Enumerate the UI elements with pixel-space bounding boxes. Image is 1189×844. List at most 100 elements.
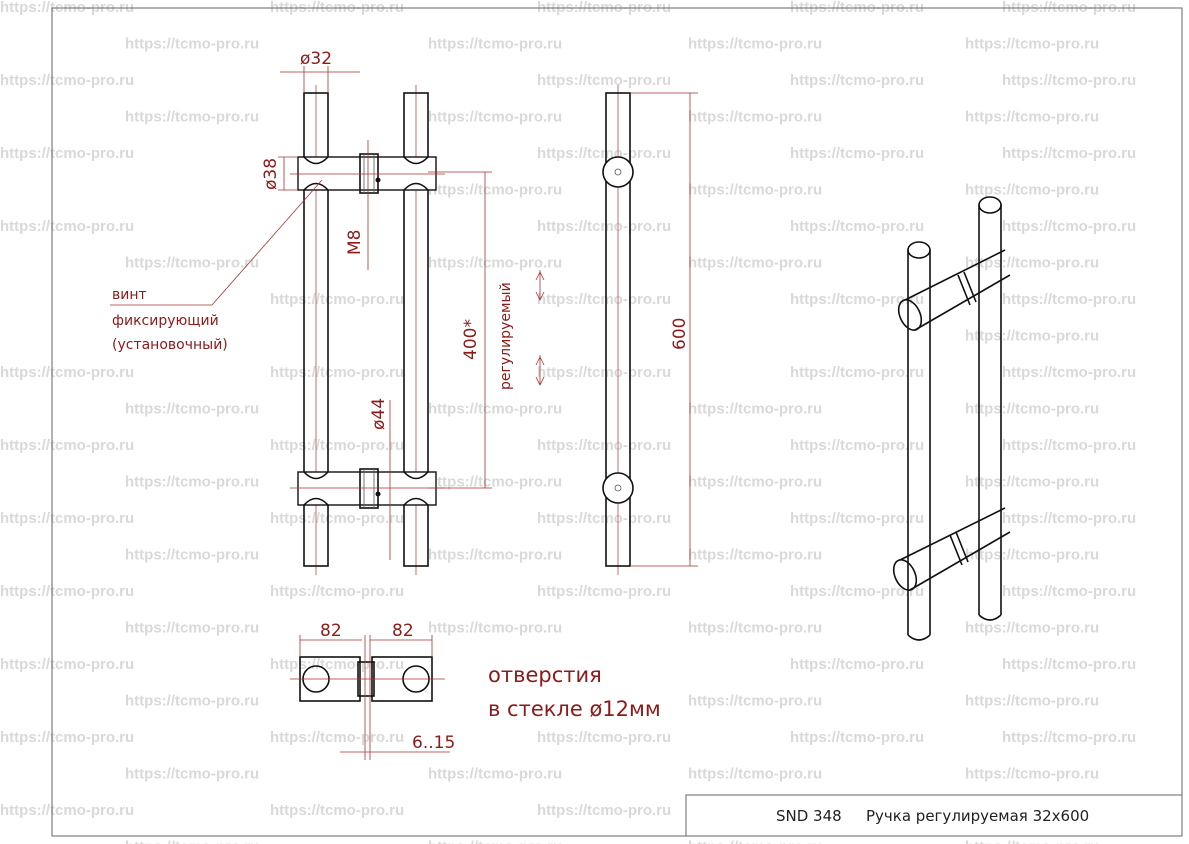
watermark-text: https://tcmo-pro.ru: [0, 72, 134, 89]
drawing-frame: [51, 7, 1183, 837]
watermark-text: https://tcmo-pro.ru: [270, 364, 404, 381]
isometric-view: [892, 196, 1011, 641]
watermark-text: https://tcmo-pro.ru: [537, 364, 671, 381]
dim-collar-diameter: ø44: [369, 398, 389, 430]
watermark-text: https://tcmo-pro.ru: [270, 583, 404, 600]
watermark-text: https://tcmo-pro.ru: [428, 547, 562, 564]
watermark-text: https://tcmo-pro.ru: [0, 802, 134, 819]
watermark-text: https://tcmo-pro.ru: [688, 109, 822, 126]
watermark-text: https://tcmo-pro.ru: [270, 510, 404, 527]
watermark-text: https://tcmo-pro.ru: [1002, 218, 1136, 235]
watermark-text: https://tcmo-pro.ru: [125, 474, 259, 491]
watermark-text: https://tcmo-pro.ru: [428, 109, 562, 126]
watermark-text: https://tcmo-pro.ru: [965, 328, 1099, 345]
watermark-text: https://tcmo-pro.ru: [428, 255, 562, 272]
watermark-text: https://tcmo-pro.ru: [790, 656, 924, 673]
watermark-text: https://tcmo-pro.ru: [0, 510, 134, 527]
watermark-text: https://tcmo-pro.ru: [965, 401, 1099, 418]
dim-glass-thickness: 6..15: [412, 733, 455, 753]
watermark-text: https://tcmo-pro.ru: [688, 839, 822, 844]
watermark-text: https://tcmo-pro.ru: [0, 583, 134, 600]
watermark-text: https://tcmo-pro.ru: [0, 437, 134, 454]
upper-standoff: [290, 153, 445, 194]
watermark-text: https://tcmo-pro.ru: [125, 693, 259, 710]
watermark-text: https://tcmo-pro.ru: [688, 474, 822, 491]
lower-standoff: [290, 468, 445, 509]
watermark-text: https://tcmo-pro.ru: [270, 729, 404, 746]
watermark-text: https://tcmo-pro.ru: [1002, 656, 1136, 673]
watermark-text: https://tcmo-pro.ru: [1002, 510, 1136, 527]
watermark-text: https://tcmo-pro.ru: [1002, 729, 1136, 746]
watermark-text: https://tcmo-pro.ru: [790, 364, 924, 381]
watermark-text: https://tcmo-pro.ru: [1002, 364, 1136, 381]
watermark-text: https://tcmo-pro.ru: [125, 766, 259, 783]
callout-line-3: (установочный): [112, 337, 228, 353]
front-view: [110, 66, 545, 575]
title-block: SND 348 Ручка регулируемая 32x600: [685, 794, 1183, 837]
watermark-text: https://tcmo-pro.ru: [0, 218, 134, 235]
watermark-text: https://tcmo-pro.ru: [428, 401, 562, 418]
watermark-text: https://tcmo-pro.ru: [537, 72, 671, 89]
watermark-text: https://tcmo-pro.ru: [790, 218, 924, 235]
watermark-text: https://tcmo-pro.ru: [537, 729, 671, 746]
watermark-text: https://tcmo-pro.ru: [537, 510, 671, 527]
watermark-text: https://tcmo-pro.ru: [965, 766, 1099, 783]
watermark-text: https://tcmo-pro.ru: [125, 255, 259, 272]
watermark-text: https://tcmo-pro.ru: [428, 620, 562, 637]
watermark-text: https://tcmo-pro.ru: [125, 620, 259, 637]
watermark-text: https://tcmo-pro.ru: [965, 255, 1099, 272]
watermark-text: https://tcmo-pro.ru: [688, 36, 822, 53]
watermark-text: https://tcmo-pro.ru: [688, 693, 822, 710]
watermark-text: https://tcmo-pro.ru: [125, 109, 259, 126]
watermark-text: https://tcmo-pro.ru: [790, 437, 924, 454]
watermark-text: https://tcmo-pro.ru: [1002, 145, 1136, 162]
dim-standoff-left: 82: [320, 621, 342, 641]
watermark-text: https://tcmo-pro.ru: [688, 401, 822, 418]
watermark-text: https://tcmo-pro.ru: [965, 109, 1099, 126]
dim-center-distance: 400*: [461, 319, 481, 360]
watermark-text: https://tcmo-pro.ru: [790, 291, 924, 308]
watermark-text: https://tcmo-pro.ru: [1002, 437, 1136, 454]
watermark-text: https://tcmo-pro.ru: [428, 474, 562, 491]
watermark-text: https://tcmo-pro.ru: [0, 729, 134, 746]
watermark-text: https://tcmo-pro.ru: [965, 693, 1099, 710]
watermark-text: https://tcmo-pro.ru: [688, 182, 822, 199]
watermark-text: https://tcmo-pro.ru: [270, 437, 404, 454]
watermark-text: https://tcmo-pro.ru: [790, 729, 924, 746]
watermark-text: https://tcmo-pro.ru: [0, 656, 134, 673]
dim-tube-diameter: ø32: [300, 49, 332, 69]
watermark-text: https://tcmo-pro.ru: [537, 291, 671, 308]
watermark-text: https://tcmo-pro.ru: [270, 291, 404, 308]
watermark-text: https://tcmo-pro.ru: [428, 839, 562, 844]
watermark-text: https://tcmo-pro.ru: [125, 839, 259, 844]
dim-screw-thread: M8: [345, 230, 365, 255]
note-line-2: в стекле ø12мм: [488, 697, 661, 721]
watermark-text: https://tcmo-pro.ru: [965, 36, 1099, 53]
watermark-text: https://tcmo-pro.ru: [688, 766, 822, 783]
watermark-text: https://tcmo-pro.ru: [790, 510, 924, 527]
watermark-text: https://tcmo-pro.ru: [965, 474, 1099, 491]
watermark-layer: https://tcmo-pro.ru https://tcmo-pro.ru ht…: [0, 0, 1136, 844]
watermark-text: https://tcmo-pro.ru: [270, 802, 404, 819]
watermark-text: https://tcmo-pro.ru: [125, 547, 259, 564]
title-name: Ручка регулируемая 32x600: [866, 807, 1089, 825]
watermark-text: https://tcmo-pro.ru: [965, 620, 1099, 637]
watermark-text: https://tcmo-pro.ru: [790, 145, 924, 162]
watermark-text: https://tcmo-pro.ru: [965, 839, 1099, 844]
watermark-text: https://tcmo-pro.ru: [537, 802, 671, 819]
watermark-text: https://tcmo-pro.ru: [688, 255, 822, 272]
watermark-text: https://tcmo-pro.ru: [0, 364, 134, 381]
watermark-text: https://tcmo-pro.ru: [965, 547, 1099, 564]
watermark-text: https://tcmo-pro.ru: [428, 766, 562, 783]
watermark-text: https://tcmo-pro.ru: [270, 656, 404, 673]
watermark-text: https://tcmo-pro.ru: [125, 401, 259, 418]
dim-standoff-right: 82: [392, 621, 414, 641]
dim-total-length: 600: [670, 318, 690, 350]
watermark-text: https://tcmo-pro.ru: [125, 36, 259, 53]
watermark-text: https://tcmo-pro.ru: [790, 583, 924, 600]
watermark-text: https://tcmo-pro.ru: [0, 145, 134, 162]
watermark-text: https://tcmo-pro.ru: [537, 437, 671, 454]
watermark-text: https://tcmo-pro.ru: [1002, 583, 1136, 600]
watermark-text: https://tcmo-pro.ru: [688, 620, 822, 637]
watermark-text: https://tcmo-pro.ru: [537, 218, 671, 235]
